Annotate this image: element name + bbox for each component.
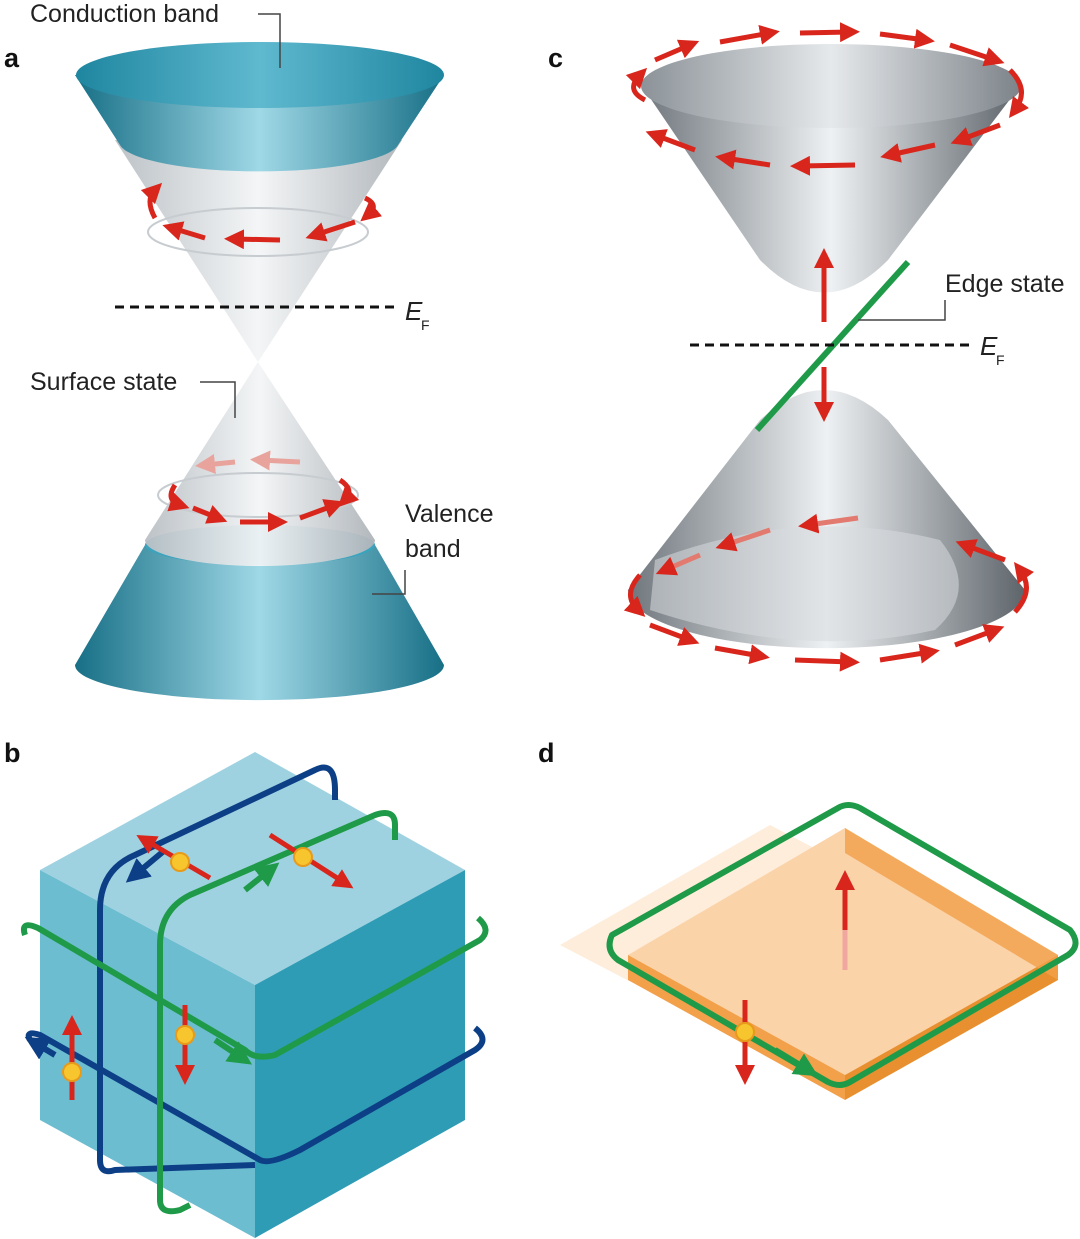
- upper-rim-spin-arrows: [625, 22, 1029, 176]
- cube-spin-dots: [62, 847, 313, 1082]
- panel-b-letter: b: [4, 738, 21, 768]
- lower-rim-spin-arrows-back: [655, 513, 859, 576]
- conduction-leader-line: [258, 13, 281, 68]
- panel-b: b: [4, 738, 489, 1238]
- upper-surface-cone: [115, 140, 402, 362]
- valence-label-line1: Valence: [405, 500, 494, 528]
- upper-gap-cone: [641, 44, 1021, 293]
- conduction-band-cone: [75, 42, 444, 172]
- lower-spin-arrows-back: [195, 450, 301, 474]
- slab-spin-dot: [735, 1022, 755, 1042]
- upper-spin-arrows: [140, 182, 383, 250]
- fermi-sub-a: F: [421, 317, 430, 333]
- valence-leader-line: [372, 570, 406, 595]
- panel-a: a E F: [4, 0, 494, 701]
- surface-state-label: Surface state: [30, 368, 177, 396]
- conduction-band-label: Conduction band: [30, 0, 219, 28]
- surface-leader-line: [200, 381, 236, 418]
- lower-rim-spin-arrows-front: [623, 539, 1034, 672]
- panel-c-letter: c: [548, 43, 563, 73]
- lower-surface-cone: [145, 362, 375, 566]
- edge-leader-line: [858, 300, 946, 321]
- panel-d: d: [538, 738, 1079, 1100]
- slab-back-wall: [845, 828, 1058, 980]
- panel-c: c E F: [548, 22, 1065, 672]
- valence-label-line2: band: [405, 535, 461, 563]
- panel-d-letter: d: [538, 738, 555, 768]
- slab-edge-loop: [606, 802, 1079, 1088]
- lower-spin-arrows-front: [167, 477, 360, 532]
- lower-gap-cone: [628, 390, 1025, 649]
- fermi-label-a: E: [405, 296, 423, 326]
- green-edge-loop: [20, 810, 489, 1215]
- fermi-sub-c: F: [996, 352, 1005, 368]
- edge-state-label: Edge state: [945, 270, 1065, 298]
- fermi-label-c: E: [980, 331, 998, 361]
- panel-a-letter: a: [4, 43, 20, 73]
- blue-edge-loop: [24, 764, 486, 1175]
